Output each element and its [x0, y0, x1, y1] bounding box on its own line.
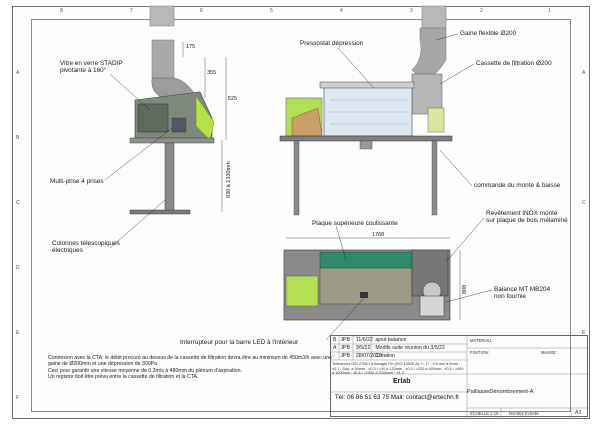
contact-line: Tél: 06 86 51 63 75 Mail: contact@ertech… — [334, 394, 460, 401]
grid-letter: F — [16, 395, 20, 401]
front-leg-right — [431, 140, 438, 216]
top-green-block — [285, 275, 319, 307]
grid-number: 5 — [270, 8, 273, 14]
grid-number: 3 — [410, 8, 413, 14]
grid-letter: A — [16, 70, 20, 76]
top-view — [283, 237, 461, 321]
leader-lines — [104, 33, 493, 341]
front-duct-top — [421, 5, 447, 29]
top-hood — [319, 267, 413, 305]
label-interrupteur: Interrupteur pour la barre LED à l'intér… — [180, 339, 299, 346]
label-pressostat: Pressostat dépression — [300, 40, 364, 47]
grid-letter: A — [582, 70, 586, 76]
dimension-525: 525 — [228, 96, 238, 102]
filter-cassette — [411, 73, 443, 115]
label-gaine: Gaine flexible Ø200 — [460, 30, 517, 37]
label-commande: commande du monte & baisse — [474, 182, 561, 189]
front-hood-top — [319, 81, 415, 89]
label-balance: Balance MT MB204 non fournie — [494, 286, 551, 300]
grid-letter: D — [16, 265, 20, 271]
grid-letter: B — [16, 135, 20, 141]
flexible-duct — [151, 39, 175, 79]
grid-number: 7 — [130, 8, 133, 14]
company-logo: Erlab — [393, 378, 411, 385]
label-revetement: Revêtement INOX monté sur plaque de bois… — [486, 210, 568, 224]
scale-label: ECHELLE:1:15 — [470, 411, 499, 416]
grid-number: 1 — [548, 8, 551, 14]
number-label: Nombre Echelle — [509, 411, 539, 416]
drawing-title: PaillasseDénombrement-A — [467, 389, 534, 395]
label-colonnes: Colonnes télescopiques électriques — [52, 240, 120, 254]
multi-socket — [171, 117, 187, 133]
sliding-top-plate — [319, 251, 413, 269]
grid-number: 2 — [480, 8, 483, 14]
front-table-top — [279, 135, 453, 142]
dimension-175: 175 — [186, 44, 196, 50]
filter-module — [427, 107, 445, 133]
revision-row: - JPB 28/07/2019 Création — [333, 353, 395, 359]
grid-number: 4 — [340, 8, 343, 14]
front-hood — [323, 85, 413, 137]
hood-window — [137, 103, 169, 133]
label-cassette: Cassette de filtration Ø200 — [476, 60, 552, 67]
dimension-830-1330: 830 à 1330mm — [226, 161, 232, 198]
cta-note: Connexion avec la CTA: le débit procuré … — [48, 355, 332, 381]
grid-letter: C — [16, 200, 20, 206]
masse-label: MASSE: — [541, 350, 557, 355]
revision-row: B JPB 11/6/22 ajout balance — [333, 337, 407, 343]
duct-top — [149, 5, 175, 27]
dimension-1768: 1768 — [372, 232, 385, 238]
finition-label: FINITION: — [470, 350, 490, 355]
tolerances-text: Tolérances ISO 2768-f (Usinage) Fin (ISO… — [332, 362, 464, 376]
revision-row: A JPB 3/5/22 Modifs suite réunion du 3/5… — [333, 345, 445, 351]
grid-letter: E — [582, 330, 586, 336]
led-switch — [360, 292, 368, 298]
dimension-355: 355 — [207, 70, 217, 76]
label-multiprise: Multi-prise 4 prises — [50, 178, 104, 185]
scale-balance — [419, 295, 445, 317]
grid-number: 8 — [60, 8, 63, 14]
side-table-top — [129, 137, 215, 144]
dimension-808: 808 — [462, 284, 468, 294]
front-leg-left — [293, 140, 300, 216]
materiau-label: MATERIAU: — [470, 338, 493, 343]
label-vitre: Vitre en verre STADIP pivotante à 160° — [60, 60, 123, 74]
format-label: A3 — [575, 410, 582, 416]
grid-letter: E — [16, 330, 20, 336]
grid-letter: C — [582, 200, 586, 206]
label-plaque: Plaque supérieure coulissante — [312, 220, 398, 227]
drawing-sheet — [12, 6, 590, 419]
telescopic-column — [164, 142, 175, 212]
front-view — [279, 5, 453, 216]
control-box — [359, 140, 373, 150]
grid-number: 6 — [200, 8, 203, 14]
column-foot — [129, 209, 191, 215]
title-block: B JPB 11/6/22 ajout balance A JPB 3/5/22… — [330, 335, 589, 418]
drawing-frame — [31, 19, 571, 412]
side-view — [129, 5, 227, 215]
